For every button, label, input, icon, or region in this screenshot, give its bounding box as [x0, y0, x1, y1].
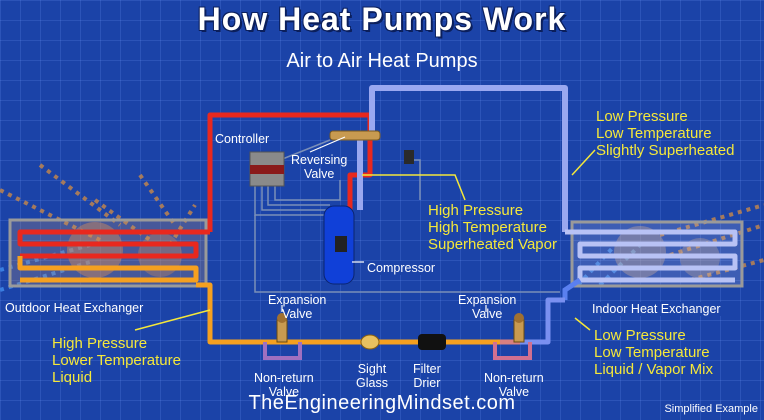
expansion-valve-right-label: Expansion Valve — [458, 293, 517, 321]
cold-suction-pipe — [357, 85, 568, 232]
filter-drier — [418, 334, 446, 350]
component-pointers — [281, 136, 487, 312]
control-wiring — [254, 139, 560, 293]
page-subtitle: Air to Air Heat Pumps — [286, 50, 478, 72]
non-return-valve-left-loop — [263, 342, 302, 360]
non-return-valve-right-label: Non-return Valve — [484, 371, 544, 399]
leader-lines — [134, 149, 596, 331]
simplified-note: Simplified Example — [664, 403, 758, 415]
controller-label: Controller — [215, 132, 270, 146]
outdoor-coil-liquid — [17, 256, 199, 283]
state-label-liquid: High Pressure Lower Temperature Liquid — [52, 335, 181, 386]
expansion-valve-left-label: Expansion Valve — [268, 293, 327, 321]
page-title: How Heat Pumps Work — [197, 1, 567, 37]
website-watermark: TheEngineeringMindset.com — [248, 392, 516, 414]
sight-glass-label: Sight Glass — [356, 362, 388, 390]
reversing-valve-label: Reversing Valve — [291, 153, 348, 181]
state-label-mix: Low Pressure Low Temperature Liquid / Va… — [594, 327, 713, 378]
state-label-suction: Low Pressure Low Temperature Slightly Su… — [596, 108, 735, 159]
non-return-valve-left-label: Non-return Valve — [254, 371, 314, 399]
expansion-valve-left — [276, 313, 288, 343]
outdoor-heat-exchanger-label: Outdoor Heat Exchanger — [2, 301, 147, 315]
low-pressure-line — [520, 297, 565, 345]
compressor-body — [323, 205, 355, 285]
expansion-valve-right — [513, 313, 525, 343]
filter-drier-label: Filter Drier — [413, 362, 441, 390]
hot-discharge-pipe — [17, 112, 373, 259]
compressor-label: Compressor — [364, 261, 439, 275]
indoor-coil — [565, 229, 738, 283]
controller-unit — [249, 151, 285, 187]
sight-glass — [360, 334, 380, 350]
indoor-coil-inlet — [562, 277, 582, 300]
indoor-heat-exchanger-label: Indoor Heat Exchanger — [589, 302, 724, 316]
state-label-discharge: High Pressure High Temperature Superheat… — [428, 202, 557, 253]
non-return-valve-right-loop — [493, 342, 532, 360]
